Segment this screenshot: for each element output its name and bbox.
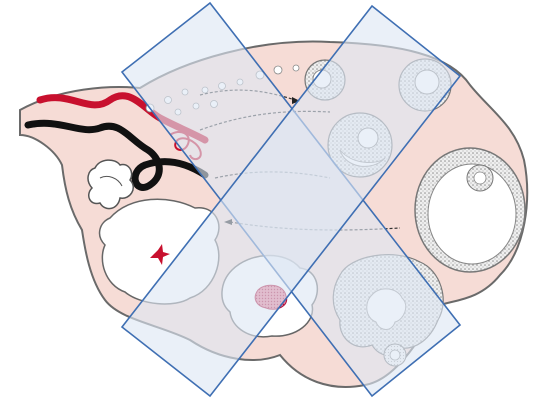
primordial-follicle bbox=[293, 65, 299, 71]
primordial-follicle bbox=[274, 66, 282, 74]
graafian-follicle bbox=[415, 148, 525, 272]
